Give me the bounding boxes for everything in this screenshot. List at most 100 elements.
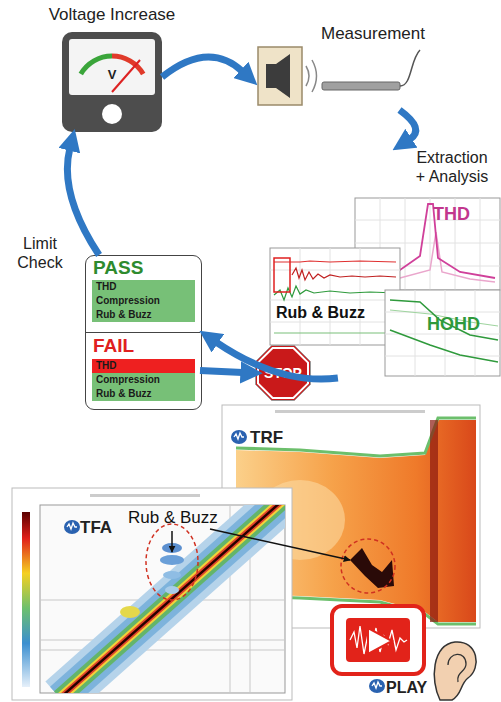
hohd-chart bbox=[385, 290, 500, 376]
flow-arrow bbox=[400, 110, 416, 139]
rub-buzz-chart bbox=[274, 286, 396, 300]
microphone-icon bbox=[322, 50, 420, 90]
speaker-icon bbox=[312, 60, 317, 92]
chart-title: HOHD bbox=[427, 314, 480, 335]
speaker-icon bbox=[258, 47, 302, 105]
leader-line bbox=[210, 529, 350, 560]
measurement-node: Measurement bbox=[255, 20, 425, 110]
brand-logo bbox=[67, 523, 77, 529]
leader-line bbox=[172, 529, 350, 560]
stop-sign: STOP bbox=[255, 345, 311, 401]
step-heading: Voltage Increase bbox=[37, 5, 187, 25]
trf-panel: TRF bbox=[222, 405, 480, 628]
ear-icon bbox=[448, 654, 466, 682]
trf-plot bbox=[236, 418, 476, 456]
chart-title: THD bbox=[433, 204, 470, 225]
play-icon bbox=[368, 628, 392, 654]
flow-arrow bbox=[216, 342, 338, 379]
callout-label: Rub & Buzz bbox=[128, 508, 218, 528]
limit-row: Rub & Buzz bbox=[92, 387, 195, 401]
limit-row: THD bbox=[92, 359, 195, 373]
voltmeter-icon bbox=[81, 56, 112, 74]
row-label: THD bbox=[96, 359, 117, 373]
voltmeter-node: Voltage IncreaseV bbox=[62, 32, 162, 132]
play-icon bbox=[332, 606, 424, 674]
limit-row: Rub & Buzz bbox=[92, 308, 195, 322]
hohd-chart bbox=[385, 290, 500, 376]
stop-octagon bbox=[256, 346, 311, 401]
brand-logo bbox=[64, 520, 80, 534]
trf-plot bbox=[350, 548, 394, 588]
leader-line bbox=[171, 531, 173, 552]
voltmeter-icon bbox=[62, 32, 162, 132]
tfa-plot bbox=[120, 606, 140, 618]
voltmeter-icon bbox=[112, 56, 143, 74]
flow-arrow bbox=[67, 148, 99, 255]
tfa-plot bbox=[163, 571, 181, 579]
hohd-chart bbox=[390, 300, 498, 340]
brand-logo bbox=[234, 433, 244, 439]
voltmeter-icon bbox=[102, 104, 122, 124]
panel-title: TFA bbox=[80, 518, 112, 538]
rub-buzz-chart bbox=[274, 332, 396, 333]
fail-section: FAIL THDCompressionRub & Buzz bbox=[86, 332, 200, 409]
play-panel: PLAY bbox=[320, 605, 490, 702]
step-heading: Limit Check bbox=[4, 234, 76, 272]
row-label: Compression bbox=[96, 373, 160, 387]
tfa-plot bbox=[22, 512, 30, 687]
speaker-icon bbox=[306, 66, 309, 86]
ear-icon bbox=[434, 642, 476, 700]
chart-node: Rub & Buzz bbox=[270, 248, 400, 345]
flow-arrow bbox=[162, 57, 243, 77]
brand-logo bbox=[231, 430, 247, 444]
limit-row: Compression bbox=[92, 373, 195, 387]
step-heading: Measurement bbox=[321, 24, 425, 44]
rub-buzz-chart bbox=[270, 248, 400, 345]
stop-text: STOP bbox=[255, 345, 311, 401]
step-heading: Extraction + Analysis bbox=[410, 148, 494, 186]
result-heading: FAIL bbox=[93, 335, 134, 357]
trf-plot bbox=[341, 539, 395, 593]
brand-logo bbox=[369, 679, 385, 693]
ear-icon bbox=[434, 642, 476, 700]
result-heading: PASS bbox=[93, 257, 143, 279]
pass-section: PASSTHDCompressionRub & Buzz bbox=[86, 256, 200, 330]
row-label: Rub & Buzz bbox=[96, 387, 152, 401]
rub-buzz-chart bbox=[274, 261, 396, 262]
tfa-plot bbox=[60, 505, 285, 693]
row-label: Rub & Buzz bbox=[96, 308, 152, 322]
tfa-plot bbox=[12, 485, 300, 700]
row-label: THD bbox=[96, 280, 117, 294]
chart-node: HOHD bbox=[385, 290, 500, 376]
trf-plot bbox=[275, 410, 425, 413]
speaker-icon bbox=[266, 54, 290, 98]
chart-title: Rub & Buzz bbox=[276, 304, 365, 322]
limit-check-box: Limit CheckPASSTHDCompressionRub & BuzzF… bbox=[85, 255, 202, 410]
brand-logo bbox=[231, 430, 247, 444]
tfa-plot bbox=[165, 586, 179, 594]
rub-buzz-chart bbox=[274, 258, 290, 292]
hohd-chart bbox=[385, 290, 500, 376]
microphone-icon bbox=[322, 82, 400, 90]
brand-logo bbox=[64, 520, 80, 534]
rub-buzz-chart bbox=[270, 248, 400, 345]
analysis-group: Extraction + AnalysisTHD Rub & BuzzHOHD bbox=[268, 148, 501, 378]
rub-buzz-chart bbox=[292, 268, 396, 280]
brand-logo bbox=[369, 679, 385, 693]
tfa-plot bbox=[60, 505, 285, 693]
trf-plot bbox=[430, 420, 438, 622]
tfa-plot bbox=[90, 494, 200, 497]
tfa-plot bbox=[60, 505, 285, 693]
play-icon bbox=[350, 626, 407, 654]
meter-unit: V bbox=[100, 67, 124, 82]
panel-title: PLAY bbox=[386, 679, 427, 697]
rub-buzz-chart bbox=[270, 248, 400, 345]
voltmeter-icon bbox=[62, 32, 162, 132]
hohd-chart bbox=[390, 330, 498, 362]
flow-arrow bbox=[200, 371, 243, 373]
panel-title: TRF bbox=[250, 428, 283, 448]
microphone-icon bbox=[400, 50, 420, 86]
